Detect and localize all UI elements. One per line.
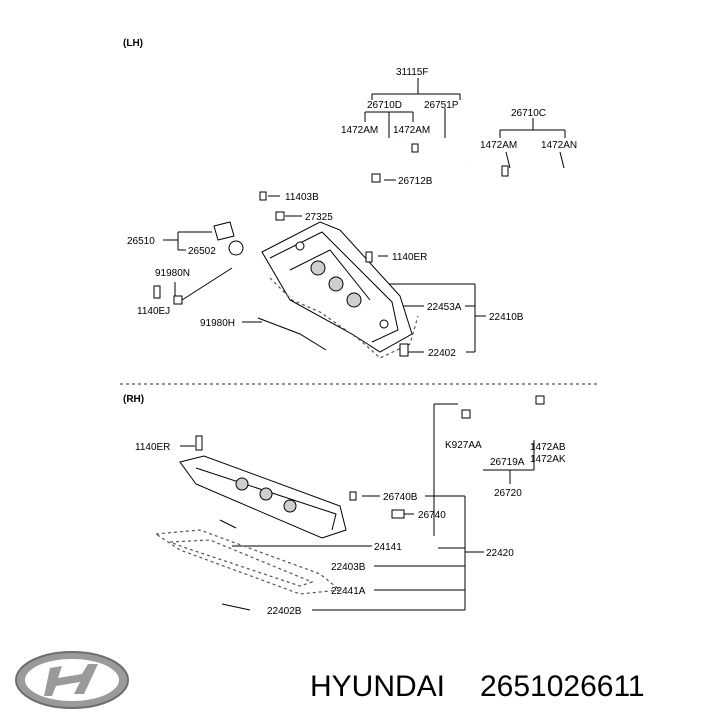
label-K927AA: K927AA — [445, 440, 482, 451]
lh-valve-cover — [261, 221, 419, 359]
label-91980N: 91980N — [155, 268, 190, 279]
label-22402B: 22402B — [267, 606, 302, 617]
lh-breather-hoses — [371, 140, 563, 195]
label-1472AM-left: 1472AM — [341, 125, 378, 136]
label-1472AM-hose: 1472AM — [480, 140, 517, 151]
label-26720: 26720 — [494, 488, 522, 499]
label-22410B: 22410B — [489, 312, 524, 323]
label-31115F: 31115F — [396, 67, 428, 78]
part-number: 2651026611 — [480, 670, 645, 703]
label-27325: 27325 — [305, 212, 333, 223]
label-26510: 26510 — [127, 236, 155, 247]
label-24141: 24141 — [374, 542, 402, 553]
label-26751P: 26751P — [424, 100, 459, 111]
label-1140ER-lh: 1140ER — [392, 252, 427, 263]
rh-gaskets — [154, 519, 342, 611]
label-1472AM-right: 1472AM — [393, 125, 430, 136]
lh-small-parts — [153, 191, 409, 357]
rh-valve-cover — [179, 435, 405, 539]
label-26710C: 26710C — [511, 108, 546, 119]
lh-leader-lines — [163, 78, 566, 353]
label-26740: 26740 — [418, 510, 446, 521]
label-1472AB: 1472AB — [530, 442, 566, 453]
label-1140EJ: 1140EJ — [137, 306, 170, 317]
label-1472AN: 1472AN — [541, 140, 577, 151]
rh-leader-lines — [180, 403, 535, 611]
label-26502: 26502 — [188, 246, 216, 257]
label-22420: 22420 — [486, 548, 514, 559]
label-22403B: 22403B — [331, 562, 366, 573]
label-91980H: 91980H — [200, 318, 235, 329]
hyundai-logo-icon — [15, 651, 129, 709]
label-1140ER-rh: 1140ER — [135, 442, 170, 453]
label-11403B: 11403B — [285, 192, 319, 203]
label-26740B: 26740B — [383, 492, 418, 503]
section-lh-label: (LH) — [123, 38, 143, 49]
label-26710D: 26710D — [367, 100, 402, 111]
label-1472AK: 1472AK — [530, 454, 566, 465]
rh-labels: 1140ER K927AA 1472AB 26719A 1472AK 26720… — [135, 440, 566, 617]
brand-name: HYUNDAI — [310, 670, 445, 703]
section-rh-label: (RH) — [123, 394, 144, 405]
label-26712B: 26712B — [398, 176, 433, 187]
lh-labels: 31115F 26710D 26751P 26710C 1472AM 1472A… — [127, 67, 577, 359]
label-26719A: 26719A — [490, 457, 525, 468]
label-22402: 22402 — [428, 348, 456, 359]
label-22453A: 22453A — [427, 302, 462, 313]
rh-breather-hose — [461, 395, 545, 431]
label-22441A: 22441A — [331, 586, 366, 597]
